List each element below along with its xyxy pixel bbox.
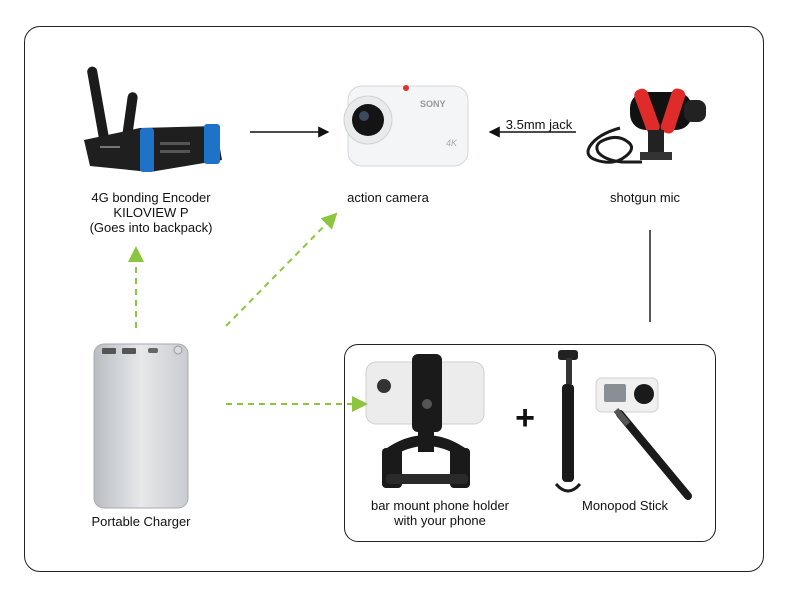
camera-label: action camera [347, 190, 429, 205]
diagram-frame [24, 26, 764, 572]
encoder-label: 4G bonding Encoder KILOVIEW P (Goes into… [76, 190, 226, 235]
portable-charger-image [93, 343, 189, 509]
camera-brand-text: SONY [420, 99, 446, 109]
action-camera-image: SONY 4K [343, 85, 469, 167]
camera-4k-badge: 4K [446, 138, 458, 148]
encoder-device-image [84, 66, 222, 172]
encoder-label-line3: (Goes into backpack) [89, 220, 213, 235]
plus-sign: + [515, 399, 535, 437]
charger-to-camera-arrow [225, 212, 338, 327]
phone-holder-label: bar mount phone holder with your phone [350, 498, 530, 528]
jack-connector-label: 3.5mm jack [505, 117, 573, 132]
phone-holder-label-line1: bar mount phone holder [370, 498, 510, 513]
shotgun-mic-image [586, 88, 706, 164]
phone-holder-image [365, 354, 485, 488]
mount-accessories-box [344, 344, 716, 542]
encoder-label-line1: 4G bonding Encoder [91, 190, 211, 205]
encoder-label-line2: KILOVIEW P [113, 205, 189, 220]
monopod-label: Monopod Stick [582, 498, 668, 513]
mic-label: shotgun mic [609, 190, 681, 205]
monopod-stick-image [554, 350, 692, 500]
phone-holder-label-line2: with your phone [394, 513, 486, 528]
charger-label: Portable Charger [91, 514, 191, 529]
